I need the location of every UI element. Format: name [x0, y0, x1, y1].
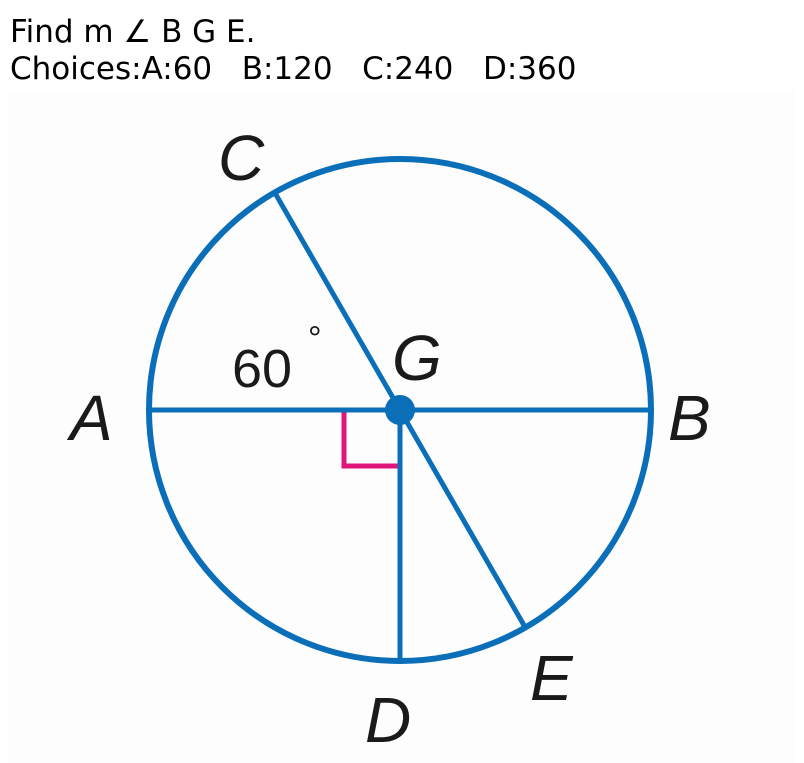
point-label-d: D: [365, 684, 411, 756]
point-label-b: B: [668, 382, 711, 454]
degree-symbol: °: [308, 320, 322, 358]
question-line-1: Find m ∠ B G E.: [10, 14, 256, 50]
point-label-a: A: [66, 382, 113, 454]
point-label-g: G: [392, 322, 442, 394]
question-choices: Choices:A:60 B:120 C:240 D:360: [10, 51, 577, 87]
point-label-c: C: [218, 122, 265, 194]
question-text: Find m ∠ B G E. Choices:A:60 B:120 C:240…: [10, 14, 576, 88]
center-point-g: [385, 395, 415, 425]
angle-label-60: 60: [232, 339, 292, 399]
right-angle-marker: [341, 410, 400, 469]
point-label-e: E: [530, 642, 574, 714]
